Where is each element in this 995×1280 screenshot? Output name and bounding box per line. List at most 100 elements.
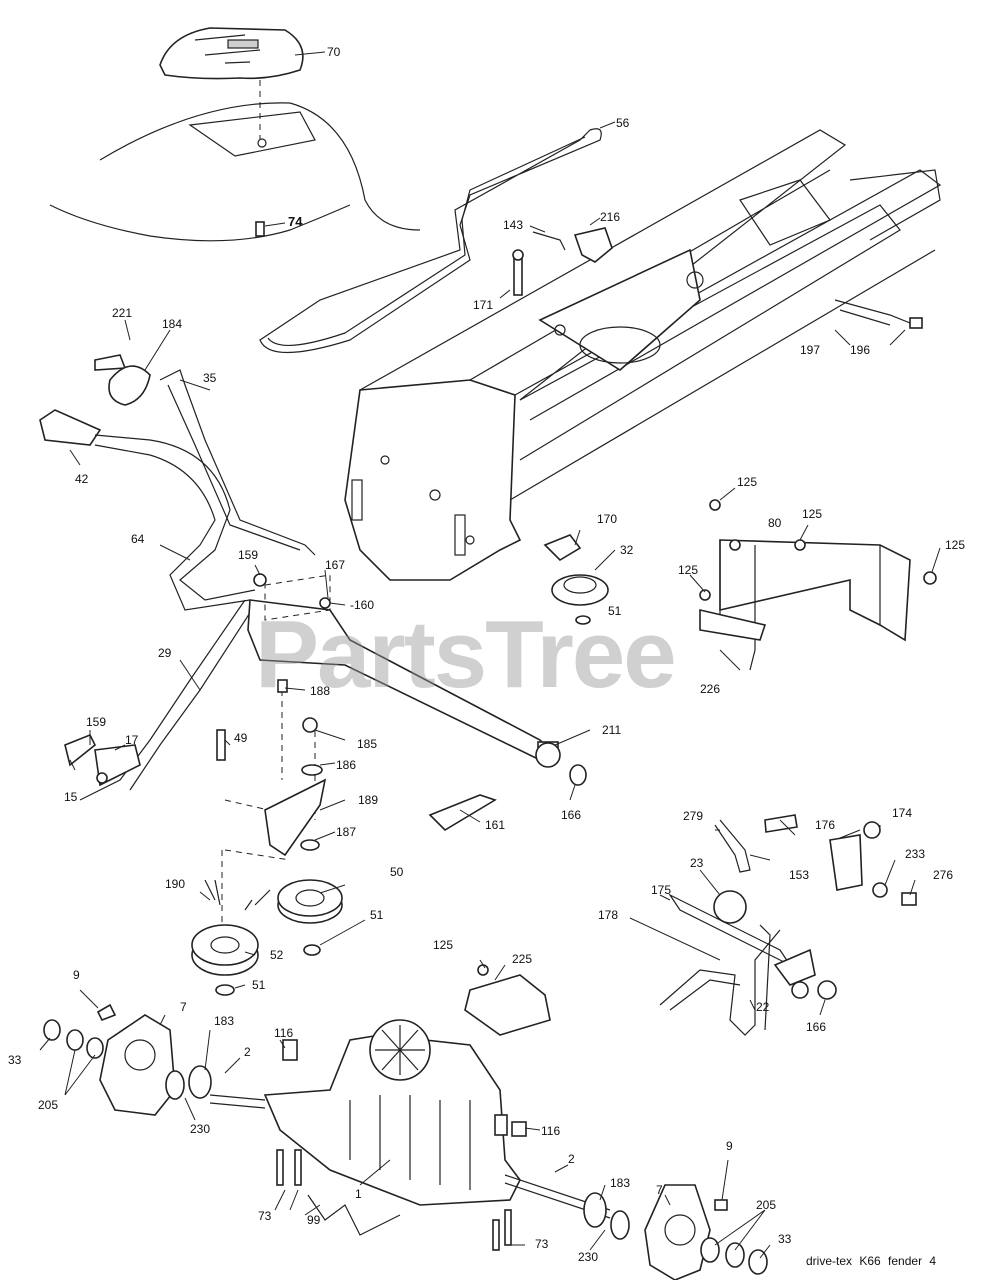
- callout-116a: 116: [274, 1026, 294, 1040]
- callout-178: 178: [598, 908, 619, 922]
- callout-125c: 125: [945, 538, 966, 552]
- callout-9b: 9: [726, 1139, 733, 1153]
- callout-99: 99: [307, 1213, 321, 1227]
- callout-196: 196: [850, 343, 871, 357]
- drive-belt-part: [259, 128, 602, 353]
- callout-161: 161: [485, 818, 506, 832]
- callout-190: 190: [165, 877, 186, 891]
- callout-23: 23: [690, 856, 704, 870]
- callout-176: 176: [815, 818, 836, 832]
- callout-80: 80: [768, 516, 782, 530]
- link-197-part: [834, 299, 923, 329]
- callout-183a: 183: [214, 1014, 235, 1028]
- transaxle-part: [209, 1019, 611, 1251]
- chassis-frame-part: [344, 129, 942, 581]
- callout-29: 29: [158, 646, 172, 660]
- callout-175: 175: [651, 883, 672, 897]
- hardware-small-parts: [64, 354, 609, 857]
- diagram-caption: drive-tex K66 fender 4: [806, 1254, 937, 1268]
- callout-186: 186: [336, 758, 357, 772]
- callout-2a: 2: [244, 1045, 251, 1059]
- callout-70: 70: [327, 45, 341, 59]
- callout-52: 52: [270, 948, 284, 962]
- left-hub-part: [43, 1003, 212, 1116]
- bolt-171-part: [512, 249, 524, 296]
- callout-125d: 125: [678, 563, 699, 577]
- callout-197: 197: [800, 343, 821, 357]
- callout-64: 64: [131, 532, 145, 546]
- callout-205a: 205: [38, 1098, 59, 1112]
- callout-35: 35: [203, 371, 217, 385]
- callout-225: 225: [512, 952, 533, 966]
- callout-216: 216: [600, 210, 621, 224]
- callout-51b: 51: [370, 908, 384, 922]
- callout-22: 22: [756, 1000, 770, 1014]
- callout-17: 17: [125, 733, 139, 747]
- callout-183b: 183: [610, 1176, 631, 1190]
- callout-188: 188: [310, 684, 331, 698]
- callout-226: 226: [700, 682, 721, 696]
- callout-50: 50: [390, 865, 404, 879]
- callout-189: 189: [358, 793, 379, 807]
- callout-187: 187: [336, 825, 357, 839]
- callout-160: -160: [350, 598, 375, 612]
- callout-279: 279: [683, 809, 704, 823]
- bracket-216-part: [532, 227, 613, 263]
- callout-185: 185: [357, 737, 378, 751]
- rod-assembly-part: [659, 893, 837, 1036]
- callout-143: 143: [503, 218, 524, 232]
- callout-205b: 205: [756, 1198, 777, 1212]
- callout-7a: 7: [180, 1000, 187, 1014]
- callout-125a: 125: [737, 475, 758, 489]
- callout-159a: 159: [238, 548, 259, 562]
- callout-116b: 116: [541, 1124, 561, 1138]
- callout-221: 221: [112, 306, 133, 320]
- callout-166b: 166: [806, 1020, 827, 1034]
- callout-166a: 166: [561, 808, 582, 822]
- callout-49: 49: [234, 731, 248, 745]
- callout-73a: 73: [258, 1209, 272, 1223]
- watermark: PartsTree: [255, 601, 677, 708]
- callout-125b: 125: [802, 507, 823, 521]
- callout-174: 174: [892, 806, 913, 820]
- pulley-50-part: [277, 879, 343, 924]
- bracket-225-part: [464, 964, 551, 1036]
- callout-56: 56: [616, 116, 630, 130]
- callout-2b: 2: [568, 1152, 575, 1166]
- callout-74: 74: [288, 214, 303, 229]
- callout-167: 167: [325, 558, 346, 572]
- fender-body-part: [49, 102, 421, 242]
- washer-51b-part: [303, 944, 321, 956]
- callout-233: 233: [905, 847, 926, 861]
- pedal-assembly-part: [39, 369, 559, 801]
- washer-51c-part: [215, 984, 235, 996]
- callout-184: 184: [162, 317, 183, 331]
- callout-171: 171: [473, 298, 494, 312]
- callout-125e: 125: [433, 938, 454, 952]
- callout-230b: 230: [578, 1250, 599, 1264]
- callout-153: 153: [789, 868, 810, 882]
- right-hub-part: [583, 1184, 768, 1280]
- callout-230a: 230: [190, 1122, 211, 1136]
- callout-51a: 51: [608, 604, 622, 618]
- pulley-52-part: [191, 879, 271, 976]
- callout-42: 42: [75, 472, 89, 486]
- fender-cover-part: [159, 27, 304, 80]
- callout-9a: 9: [73, 968, 80, 982]
- bolt-74-part: [255, 221, 286, 237]
- callout-159b: 159: [86, 715, 107, 729]
- callout-32: 32: [620, 543, 634, 557]
- callout-170: 170: [597, 512, 618, 526]
- callout-51c: 51: [252, 978, 266, 992]
- callout-33b: 33: [778, 1232, 792, 1246]
- leader-lines: [39, 51, 941, 1259]
- callout-73b: 73: [535, 1237, 549, 1251]
- callout-7b: 7: [656, 1183, 663, 1197]
- callout-211: 211: [602, 723, 622, 737]
- callout-276: 276: [933, 868, 954, 882]
- callout-1: 1: [355, 1187, 362, 1201]
- callout-33a: 33: [8, 1053, 22, 1067]
- bracket-176-group-part: [713, 814, 917, 924]
- bracket-80-part: [699, 499, 937, 671]
